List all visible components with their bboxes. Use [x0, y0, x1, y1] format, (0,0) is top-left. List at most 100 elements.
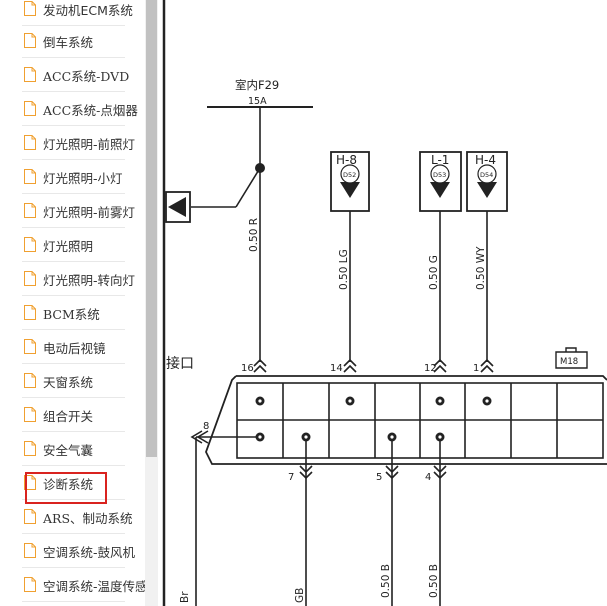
sidebar-item-label: 发动机ECM系统 [43, 3, 133, 18]
document-icon [24, 203, 36, 218]
sidebar-item[interactable]: 诊断系统 [0, 466, 145, 500]
document-icon [24, 135, 36, 150]
sidebar-item-label: ACC系统-DVD [43, 69, 130, 84]
sidebar-item[interactable]: 空调系统-鼓风机 [0, 534, 145, 568]
document-icon [24, 509, 36, 524]
document-icon [24, 271, 36, 286]
sidebar-nav: 发动机ECM系统倒车系统 ACC系统-DVD ACC系统-点烟器灯光照明-前照灯灯光… [0, 0, 145, 606]
document-icon [24, 33, 36, 48]
sidebar-item[interactable]: ACC系统-点烟器 [0, 92, 145, 126]
item-divider [22, 567, 125, 568]
item-divider [22, 25, 125, 26]
sidebar-item[interactable]: 安全气囊 [0, 432, 145, 466]
pin-4: 4 [425, 472, 431, 483]
item-divider [22, 601, 125, 602]
sidebar-item[interactable]: 组合开关 [0, 398, 145, 432]
sidebar-item[interactable]: 灯光照明 [0, 228, 145, 262]
wiring-diagram: 室内F29 15A H-8 L-1 H-4 D52 D53 D54 0.50 R… [162, 0, 607, 606]
sidebar-item[interactable]: 空调系统-温度传感 [0, 568, 145, 602]
wire-label-br: Br [179, 591, 191, 603]
pin-5: 5 [376, 472, 382, 483]
item-divider [22, 227, 125, 228]
wire-label-r: 0.50 R [248, 218, 260, 252]
selected-item-highlight [25, 472, 107, 504]
connector-label: 接口 [166, 355, 194, 372]
item-divider [22, 465, 125, 466]
sidebar-item-label: 灯光照明-前照灯 [43, 137, 136, 152]
sidebar-item[interactable]: ARS、制动系统 [0, 500, 145, 534]
pin-1: 1 [473, 363, 479, 374]
document-icon [24, 305, 36, 320]
sidebar-item[interactable]: ACC系统-DVD [0, 58, 145, 92]
wire-label-g: 0.50 G [428, 255, 440, 290]
ground-id-2: L-1 [431, 153, 449, 167]
document-icon [24, 169, 36, 184]
sidebar-item-label: 天窗系统 [43, 375, 94, 390]
document-icon [24, 237, 36, 252]
sidebar-item[interactable]: 灯光照明-小灯 [0, 160, 145, 194]
fuse-label: 室内F29 [235, 78, 279, 92]
sidebar-item-label: 电动后视镜 [43, 341, 106, 356]
document-icon [24, 577, 36, 592]
sidebar-item-label: 空调系统-鼓风机 [43, 545, 136, 560]
document-icon [24, 475, 36, 490]
pin-12: 12 [424, 363, 437, 374]
item-divider [22, 533, 125, 534]
sidebar-item[interactable]: 灯光照明-前雾灯 [0, 194, 145, 228]
document-icon [24, 1, 36, 16]
ground-code-1: D52 [343, 171, 356, 179]
sidebar-item-label: 组合开关 [43, 409, 94, 424]
wire-label-b1: 0.50 B [380, 564, 392, 598]
ground-id-3: H-4 [475, 153, 496, 167]
sidebar-item-label: ACC系统-点烟器 [43, 103, 138, 118]
sidebar-item-label: 灯光照明-前雾灯 [43, 205, 136, 220]
sidebar-item[interactable]: 发动机ECM系统 [0, 0, 145, 26]
item-divider [22, 91, 125, 92]
sidebar-item-label: 灯光照明 [43, 239, 94, 254]
item-divider [22, 193, 125, 194]
sidebar-item-label: 安全气囊 [43, 443, 94, 458]
item-divider [22, 431, 125, 432]
item-divider [22, 295, 125, 296]
sidebar-item[interactable]: BCM系统 [0, 296, 145, 330]
wire-label-b2: 0.50 B [428, 564, 440, 598]
item-divider [22, 261, 125, 262]
sidebar-item[interactable]: 灯光照明-转向灯 [0, 262, 145, 296]
pin-8: 8 [203, 421, 209, 432]
item-divider [22, 397, 125, 398]
document-icon [24, 407, 36, 422]
document-icon [24, 339, 36, 354]
item-divider [22, 363, 125, 364]
item-divider [22, 329, 125, 330]
sidebar-item-label: 诊断系统 [43, 477, 94, 492]
ground-id-1: H-8 [336, 153, 357, 167]
item-divider [22, 499, 125, 500]
sidebar-item-label: BCM系统 [43, 307, 100, 322]
wire-label-gb: GB [294, 588, 306, 603]
document-icon [24, 543, 36, 558]
fuse-rating: 15A [248, 96, 267, 107]
pin-14: 14 [330, 363, 343, 374]
document-icon [24, 441, 36, 456]
item-divider [22, 125, 125, 126]
document-icon [24, 373, 36, 388]
item-divider [22, 159, 125, 160]
item-divider [22, 57, 125, 58]
pin-16: 16 [241, 363, 254, 374]
ground-code-3: D54 [480, 171, 493, 179]
ground-code-2: D53 [433, 171, 446, 179]
sidebar-item[interactable]: 电动后视镜 [0, 330, 145, 364]
scrollbar-thumb[interactable] [146, 0, 157, 457]
sidebar-item-label: 灯光照明-小灯 [43, 171, 123, 186]
sidebar-item[interactable]: 天窗系统 [0, 364, 145, 398]
sidebar-item-label: ARS、制动系统 [43, 511, 133, 526]
wire-label-lg: 0.50 LG [338, 249, 350, 290]
connector-id: M18 [560, 357, 578, 367]
sidebar-item[interactable]: 灯光照明-前照灯 [0, 126, 145, 160]
document-icon [24, 101, 36, 116]
sidebar-item-label: 灯光照明-转向灯 [43, 273, 136, 288]
sidebar-item[interactable]: 倒车系统 [0, 24, 145, 58]
sidebar-item-label: 空调系统-温度传感 [43, 579, 145, 594]
wire-label-wy: 0.50 WY [475, 246, 487, 290]
sidebar-item-label: 倒车系统 [43, 35, 94, 50]
